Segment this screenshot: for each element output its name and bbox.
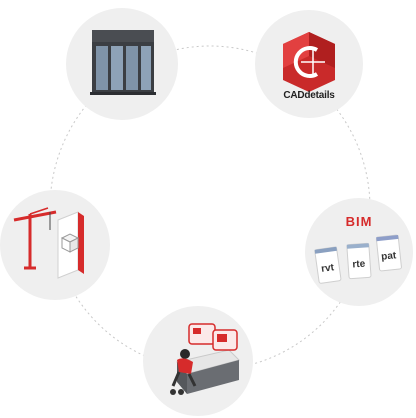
- crane-node[interactable]: [0, 190, 110, 300]
- crane-icon: [13, 207, 84, 279]
- caddetails-node[interactable]: CADdetails: [255, 10, 363, 118]
- bim-node[interactable]: BIM rvt rte pat: [305, 198, 413, 306]
- door-frame-icon: [90, 30, 156, 95]
- workstation-node[interactable]: [143, 306, 253, 416]
- door-node[interactable]: [66, 8, 178, 120]
- caddetails-label: CADdetails: [283, 90, 335, 101]
- caddetails-logo-icon: [283, 32, 335, 92]
- bim-file-pat: pat: [381, 250, 398, 263]
- bim-file-rte: rte: [352, 259, 366, 271]
- bim-file-rvt: rvt: [321, 262, 336, 275]
- bim-files-icon: rvt rte pat: [314, 234, 402, 284]
- bim-title: BIM: [345, 214, 373, 229]
- workstation-icon: [170, 323, 240, 395]
